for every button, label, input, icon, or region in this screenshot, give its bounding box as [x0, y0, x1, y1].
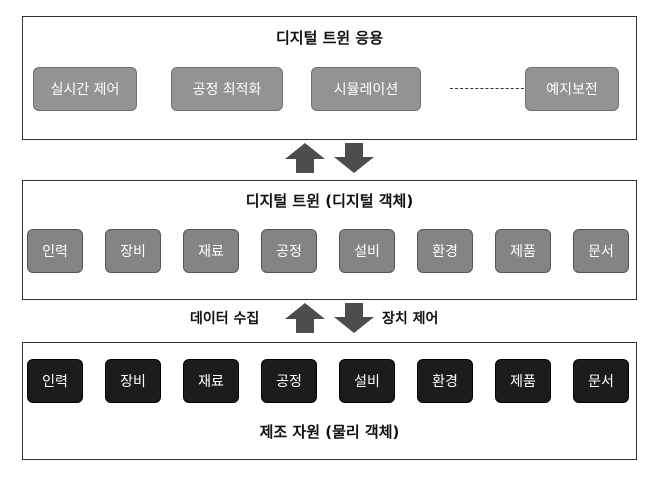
twin-item: 문서 [573, 229, 629, 273]
physical-item: 재료 [183, 359, 239, 403]
physical-item: 설비 [339, 359, 395, 403]
down-arrow-icon [334, 143, 374, 173]
twin-layer: 디지털 트윈 (디지털 객체) 인력 장비 재료 공정 설비 환경 제품 문서 [22, 180, 637, 300]
app-simulation: 시뮬레이션 [311, 67, 421, 111]
twin-item: 환경 [417, 229, 473, 273]
app-layer-title: 디지털 트윈 응용 [275, 29, 384, 47]
twin-item: 제품 [495, 229, 551, 273]
twin-item: 설비 [339, 229, 395, 273]
twin-layer-title: 디지털 트윈 (디지털 객체) [245, 192, 414, 210]
up-arrow-icon [285, 143, 325, 173]
physical-item: 공정 [261, 359, 317, 403]
physical-layer-title: 제조 자원 (물리 객체) [259, 423, 400, 441]
physical-item: 환경 [417, 359, 473, 403]
twin-item: 장비 [105, 229, 161, 273]
up-arrow-icon [285, 303, 325, 333]
physical-layer: 인력 장비 재료 공정 설비 환경 제품 문서 제조 자원 (물리 객체) [22, 342, 637, 460]
ellipsis-dashes [450, 88, 534, 89]
physical-item: 장비 [105, 359, 161, 403]
physical-item: 문서 [573, 359, 629, 403]
twin-item: 공정 [261, 229, 317, 273]
physical-item: 제품 [495, 359, 551, 403]
physical-item: 인력 [27, 359, 83, 403]
device-control-label: 장치 제어 [382, 311, 439, 327]
app-predictive-maintenance: 예지보전 [525, 67, 619, 111]
twin-item: 인력 [27, 229, 83, 273]
app-process-optimization: 공정 최적화 [171, 67, 283, 111]
down-arrow-icon [334, 303, 374, 333]
app-layer: 디지털 트윈 응용 실시간 제어 공정 최적화 시뮬레이션 예지보전 [22, 16, 637, 140]
data-collection-label: 데이터 수집 [190, 311, 260, 327]
app-realtime-control: 실시간 제어 [33, 67, 137, 111]
twin-item: 재료 [183, 229, 239, 273]
